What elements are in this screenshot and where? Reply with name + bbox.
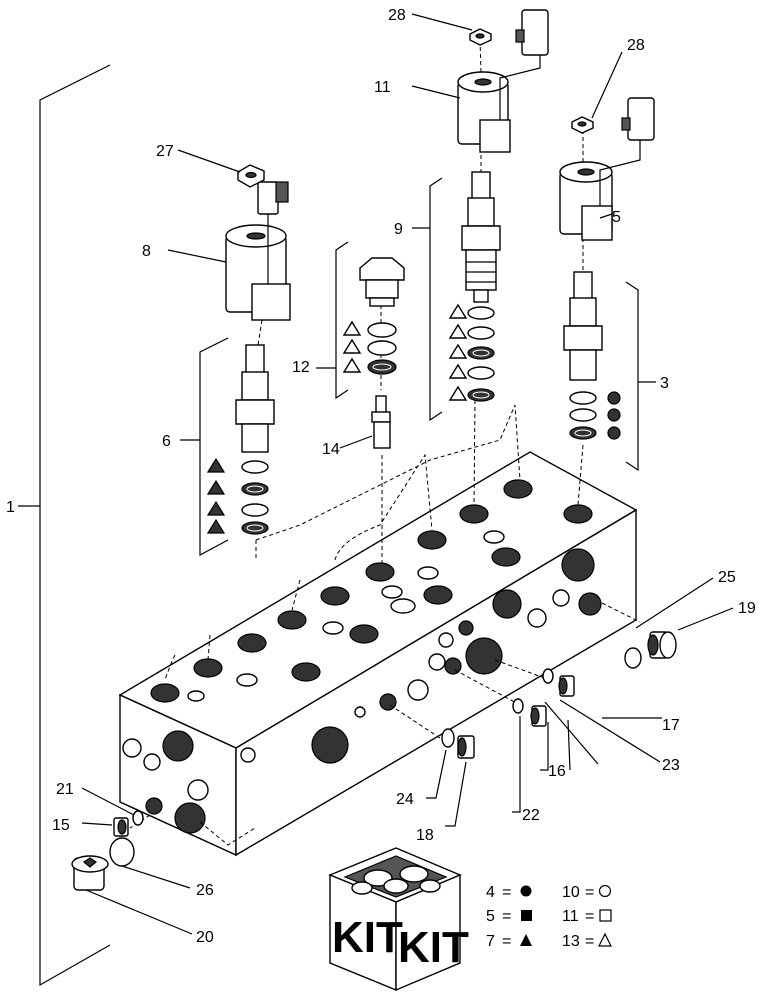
callout-15: 15 (52, 817, 70, 834)
plug-18 (441, 728, 475, 759)
seal-markers-9 (448, 303, 468, 401)
nut-27 (237, 164, 265, 188)
legend-5-number: 5 (486, 908, 495, 925)
top-ports (150, 479, 593, 703)
callout-9: 9 (394, 221, 403, 238)
plug-15 (113, 810, 144, 837)
legend-7-number: 7 (486, 933, 495, 950)
callout-27: 27 (156, 143, 174, 160)
callout-23: 23 (662, 757, 680, 774)
callout-28-top: 28 (388, 7, 406, 24)
kit-legend: 4 = 5 = 7 = 10 = 11 = 13 = (486, 884, 612, 950)
callout-22: 22 (522, 807, 540, 824)
coil-11 (457, 9, 549, 153)
assembly-bracket-1 (18, 64, 111, 987)
callout-3: 3 (660, 375, 669, 392)
callout-17: 17 (662, 717, 680, 734)
callout-16: 16 (548, 763, 566, 780)
side-ports (240, 548, 602, 764)
legend-11-eq: = (585, 908, 594, 925)
legend-10-number: 10 (562, 884, 580, 901)
bracket-9 (412, 177, 443, 422)
filled-circle-icon (520, 885, 532, 897)
cartridge-9 (461, 171, 501, 402)
plug-20 (71, 837, 135, 891)
leader-lines (81, 13, 734, 935)
callout-1: 1 (6, 499, 15, 516)
front-ports (122, 730, 209, 834)
callout-5: 5 (612, 209, 621, 226)
filled-square-icon (521, 910, 532, 921)
filled-triangle-icon (520, 934, 532, 946)
callout-14: 14 (322, 441, 340, 458)
cartridge-6 (235, 344, 275, 535)
bracket-3 (625, 281, 656, 472)
legend-4-eq: = (502, 884, 511, 901)
manifold-block (118, 451, 638, 857)
open-triangle-icon (598, 932, 612, 947)
callout-26: 26 (196, 882, 214, 899)
plug-19 (624, 631, 677, 669)
legend-5-eq: = (502, 908, 511, 925)
legend-13-eq: = (585, 933, 594, 950)
callout-6: 6 (162, 433, 171, 450)
callout-28-right: 28 (627, 37, 645, 54)
kit-label-right: KIT (398, 923, 469, 972)
cartridge-3 (563, 271, 603, 440)
legend-11-number: 11 (562, 908, 579, 925)
seal-markers-12 (342, 320, 362, 373)
legend-10-eq: = (585, 884, 594, 901)
plug-16 (512, 698, 547, 727)
legend-13-number: 13 (562, 933, 580, 950)
coil-5 (559, 97, 655, 241)
callout-19: 19 (738, 600, 756, 617)
nut-28-top (469, 28, 492, 46)
legend-7-eq: = (502, 933, 511, 950)
nut-28-right (571, 116, 594, 134)
kit-label-left: KIT (332, 913, 403, 962)
callout-24: 24 (396, 791, 414, 808)
plug-17 (542, 668, 575, 697)
callout-20: 20 (196, 929, 214, 946)
seal-markers-6 (206, 457, 226, 534)
insert-14 (371, 395, 391, 449)
callout-21: 21 (56, 781, 74, 798)
plug-12 (359, 257, 405, 375)
legend-4-number: 4 (486, 884, 495, 901)
coil-8 (225, 181, 291, 321)
callout-12: 12 (292, 359, 310, 376)
open-circle-icon (598, 884, 612, 898)
bracket-12 (316, 241, 349, 400)
callout-8: 8 (142, 243, 151, 260)
kit-box: KIT KIT (328, 847, 469, 992)
bracket-6 (180, 337, 229, 557)
callout-18: 18 (416, 827, 434, 844)
open-square-icon (599, 909, 612, 922)
seal-markers-3 (607, 391, 621, 440)
callout-11: 11 (374, 79, 391, 96)
callout-25: 25 (718, 569, 736, 586)
callout-labels: 1 3 5 6 8 9 11 12 14 15 16 17 18 19 20 2… (6, 7, 756, 946)
